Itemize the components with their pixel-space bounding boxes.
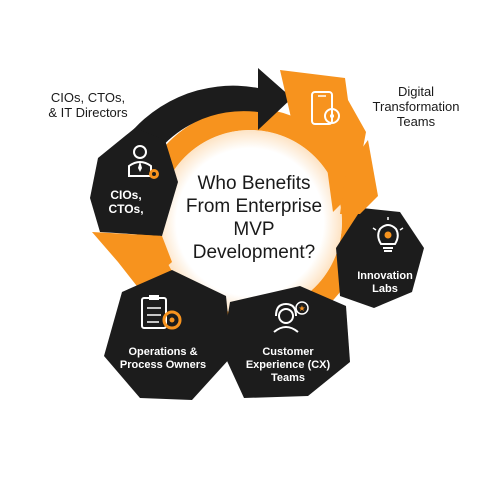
svg-text:★: ★ — [298, 304, 305, 313]
center-title: Who Benefits From Enterprise MVP Develop… — [185, 173, 323, 263]
outer-label-cios-ctos: CIOs, CTOs, & IT Directors — [48, 90, 128, 120]
segment-label-innovation-labs: Innovation Labs — [357, 270, 413, 295]
smartphone-gear-icon — [311, 91, 340, 125]
segment-label-cios-ctos: CIOs, CTOs, — [108, 188, 144, 216]
headset-agent-icon: ★ — [273, 301, 309, 333]
outer-label-digital-transformation: Digital Transformation Teams — [372, 84, 460, 129]
segment-cios — [90, 128, 178, 236]
segment-orange-wedge-right — [340, 140, 378, 214]
segment-operations — [104, 270, 232, 400]
segment-digital — [280, 70, 366, 212]
segment-orange-wedge-left — [92, 232, 172, 290]
segment-cx — [222, 286, 350, 398]
segment-label-operations: Operations & Process Owners — [119, 346, 207, 371]
segment-innovation — [336, 208, 424, 308]
clipboard-gear-icon — [141, 295, 182, 330]
center-disc — [158, 130, 342, 314]
executive-gear-icon — [128, 145, 159, 179]
lightbulb-icon — [372, 217, 404, 252]
segment-label-cx-teams: Customer Experience (CX) Teams — [245, 346, 331, 384]
